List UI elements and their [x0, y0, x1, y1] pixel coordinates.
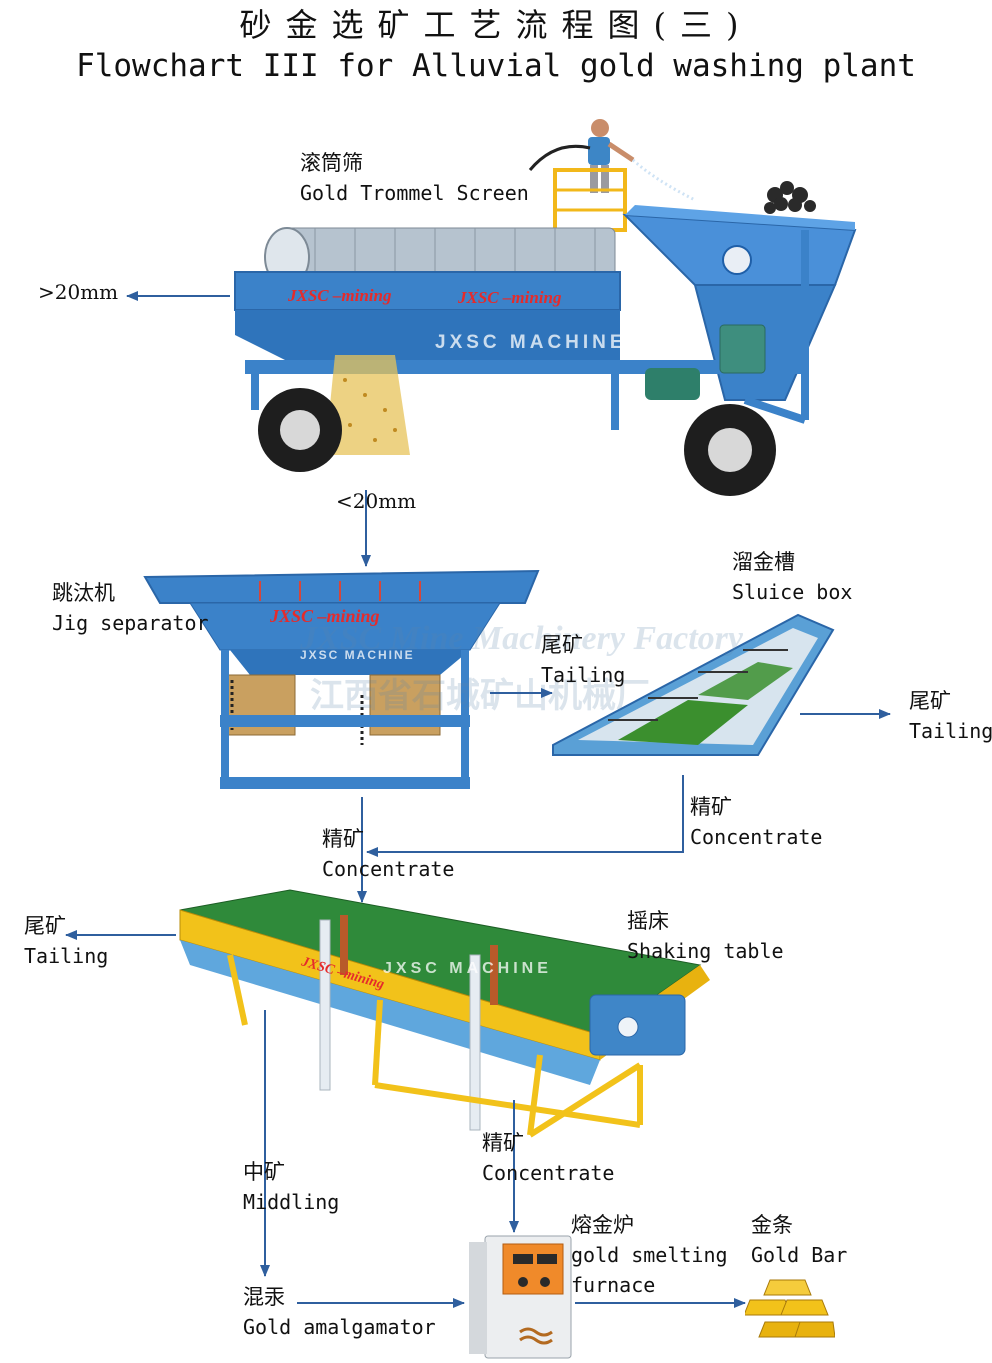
- label-middling-cn: 中矿: [243, 1160, 285, 1184]
- label-trommel-screen: 滚筒筛 Gold Trommel Screen: [300, 148, 529, 208]
- label-table-conc-en: Concentrate: [482, 1161, 615, 1185]
- label-sluice-tailing-en: Tailing: [909, 719, 992, 743]
- label-sluice-tailing: 尾矿 Tailing: [909, 686, 992, 746]
- factory-watermark-cn: 江西省石城矿山机械厂: [310, 678, 650, 715]
- label-sluice-concentrate: 精矿 Concentrate: [690, 792, 822, 852]
- trommel-screen-illustration: [234, 119, 857, 496]
- jig-separator-illustration: [143, 569, 540, 789]
- trommel-watermark: JXSC MACHINE: [435, 332, 627, 353]
- label-sluice-conc-en: Concentrate: [690, 825, 823, 849]
- label-smelting-furnace: 熔金炉 gold smelting furnace: [571, 1210, 728, 1300]
- title-chinese: 砂金选矿工艺流程图(三): [239, 6, 753, 44]
- label-jig-en: Jig separator: [52, 611, 209, 635]
- label-table-tailing: 尾矿 Tailing: [24, 911, 108, 971]
- label-oversize: >20mm: [38, 280, 119, 304]
- label-table-tailing-cn: 尾矿: [24, 914, 66, 938]
- trommel-brand-right: JXSC –mining: [458, 288, 562, 307]
- jig-brand: JXSC –mining: [270, 606, 380, 626]
- jig-watermark: JXSC MACHINE: [300, 648, 415, 662]
- label-amalgamator: 混汞 Gold amalgamator: [243, 1282, 436, 1342]
- label-trommel-en: Gold Trommel Screen: [300, 181, 529, 205]
- worker-figure: [528, 119, 696, 202]
- label-jig-separator: 跳汰机 Jig separator: [52, 578, 209, 638]
- label-sluice-cn: 溜金槽: [732, 550, 795, 574]
- label-shaking-table: 摇床 Shaking table: [627, 906, 784, 966]
- label-sluice-en: Sluice box: [732, 580, 853, 604]
- label-jig-tailing-cn: 尾矿: [541, 633, 583, 657]
- label-sluice-conc-cn: 精矿: [690, 795, 732, 819]
- label-furnace-en1: gold smelting: [571, 1243, 728, 1267]
- label-furnace-cn: 熔金炉: [571, 1213, 634, 1237]
- label-gold-bar: 金条 Gold Bar: [751, 1210, 847, 1270]
- label-jig-tailing-en: Tailing: [541, 663, 626, 687]
- table-watermark: JXSC MACHINE: [383, 960, 552, 977]
- gold-bar-illustration: [745, 1279, 835, 1338]
- label-middling: 中矿 Middling: [243, 1157, 339, 1217]
- label-amalgamator-cn: 混汞: [243, 1285, 285, 1309]
- label-table-concentrate: 精矿 Concentrate: [482, 1128, 614, 1188]
- label-jig-conc-cn: 精矿: [322, 827, 364, 851]
- label-undersize: <20mm: [336, 489, 417, 513]
- label-table-en: Shaking table: [627, 939, 784, 963]
- label-jig-cn: 跳汰机: [52, 581, 115, 605]
- label-trommel-cn: 滚筒筛: [300, 151, 363, 175]
- label-goldbar-cn: 金条: [751, 1213, 793, 1237]
- label-table-cn: 摇床: [627, 909, 669, 933]
- factory-watermark-en: JXSC Mine Machinery Factory: [300, 620, 743, 657]
- smelting-furnace-illustration: [469, 1235, 572, 1359]
- label-table-tailing-en: Tailing: [24, 944, 109, 968]
- label-amalgamator-en: Gold amalgamator: [243, 1315, 436, 1339]
- arrow-sluice-concentrate: [366, 775, 684, 857]
- sluice-box-illustration: [552, 613, 835, 756]
- label-middling-en: Middling: [243, 1190, 340, 1214]
- shaking-table-illustration: [179, 889, 710, 1138]
- label-sluice-tailing-cn: 尾矿: [909, 689, 951, 713]
- label-sluice-box: 溜金槽 Sluice box: [732, 547, 852, 607]
- title-english: Flowchart III for Alluvial gold washing …: [76, 48, 916, 84]
- trommel-brand-left: JXSC –mining: [288, 286, 392, 305]
- label-jig-tailing: 尾矿 Tailing: [541, 630, 625, 690]
- label-jig-concentrate: 精矿 Concentrate: [322, 824, 454, 884]
- label-table-conc-cn: 精矿: [482, 1131, 524, 1155]
- label-jig-conc-en: Concentrate: [322, 857, 455, 881]
- label-furnace-en2: furnace: [571, 1273, 656, 1297]
- label-goldbar-en: Gold Bar: [751, 1243, 848, 1267]
